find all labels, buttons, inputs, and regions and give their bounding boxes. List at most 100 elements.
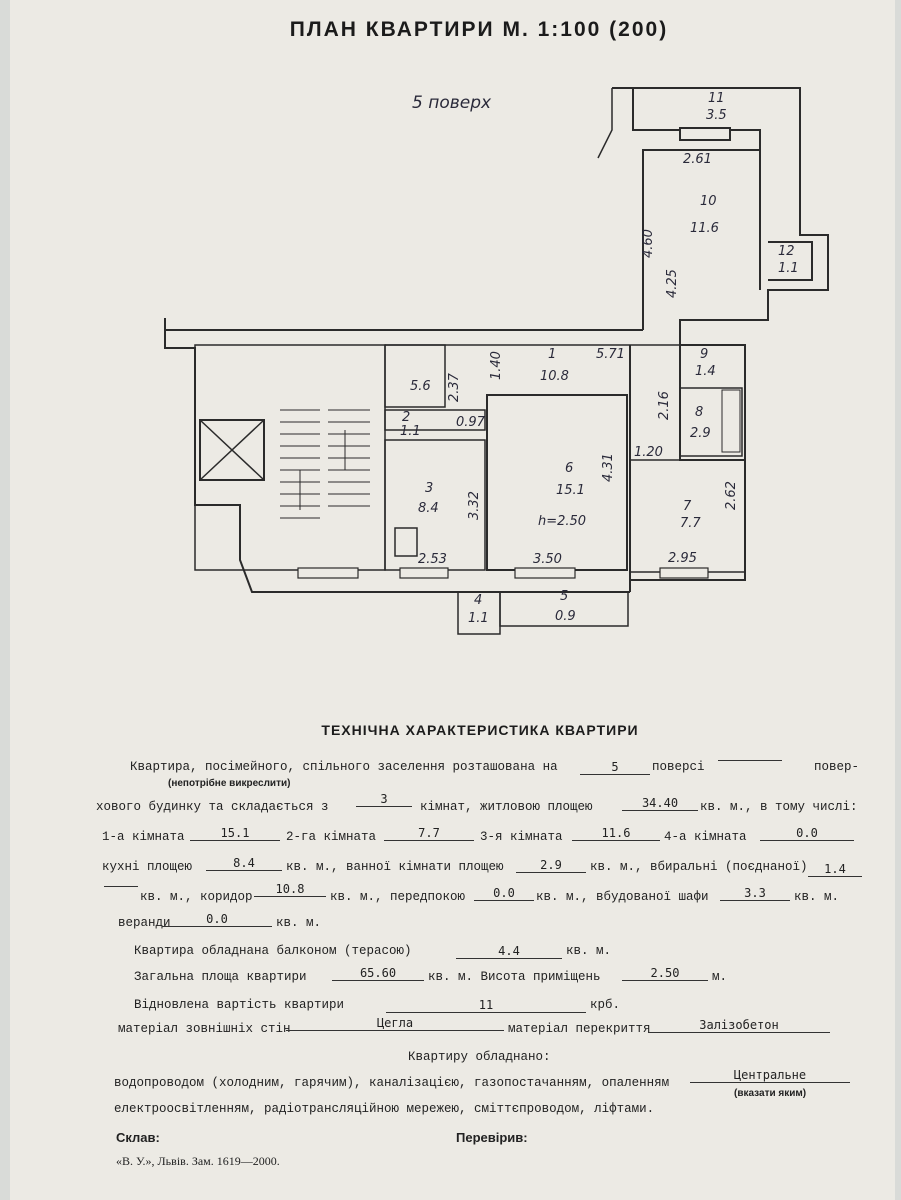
kitchen-value: 8.4	[206, 856, 282, 871]
dim-2-61: 2.61	[683, 152, 712, 167]
room-9-id: 9	[700, 347, 708, 362]
room-12-id: 12	[778, 244, 795, 259]
room-1-area: 10.8	[540, 369, 569, 384]
dim-3-50: 3.50	[533, 552, 562, 567]
ceiling-note: h=2.50	[538, 514, 586, 529]
floor-note: 5 поверх	[412, 93, 492, 113]
line2-label-a: хового будинку та складається з	[96, 800, 329, 814]
line2-label-c: кв. м., в тому числі:	[700, 800, 858, 814]
living-area-value: 34.40	[622, 796, 698, 811]
ceiling-value: Залізобетон	[648, 1018, 830, 1033]
room-9-area: 1.4	[695, 364, 716, 379]
corridor-label: кв. м., коридор	[140, 890, 253, 904]
floor-plan: 5 поверх 11 3.5 2.61 10 11.6 4.60 4.25 1…	[164, 87, 829, 635]
bath-label: кв. м., ванної кімнати площею	[286, 860, 504, 874]
room-11-area: 3.5	[706, 108, 727, 123]
room-8-id: 8	[695, 405, 703, 420]
veranda-value: 0.0	[162, 912, 272, 927]
walls-label: матеріал зовнішніх стін	[118, 1022, 291, 1036]
room-6-area: 15.1	[556, 483, 585, 498]
checked-by-label: Перевірив:	[456, 1130, 528, 1145]
room-11-id: 11	[708, 91, 725, 106]
dim-3-32: 3.32	[467, 491, 482, 520]
hall-label: кв. м., передпокою	[330, 890, 466, 904]
rooms-count-value: 3	[356, 792, 412, 807]
dim-5-6: 5.6	[410, 379, 431, 394]
room-4-id: 4	[474, 593, 482, 608]
room4-value: 0.0	[760, 826, 854, 841]
heating-value: Центральне	[690, 1068, 850, 1083]
dim-4-31: 4.31	[601, 453, 616, 482]
dim-2-95: 2.95	[668, 551, 697, 566]
strike-note: (непотрібне викреслити)	[168, 778, 291, 789]
room-2-id: 2	[402, 410, 410, 425]
room2-label: 2-га кімната	[286, 830, 377, 844]
corridor-value: 10.8	[254, 882, 326, 897]
value-value: 11	[386, 998, 586, 1013]
room-2-area: 1.1	[400, 424, 421, 439]
equip-title: Квартиру обладнано:	[408, 1050, 551, 1064]
dim-0-97: 0.97	[456, 415, 486, 430]
hall-value: 0.0	[474, 886, 534, 901]
room-6-id: 6	[565, 461, 573, 476]
dim-2-62: 2.62	[724, 481, 739, 510]
balcony-label: Квартира обладнана балконом (терасою)	[134, 944, 412, 958]
room-8-area: 2.9	[690, 426, 711, 441]
dim-4-60: 4.60	[641, 229, 656, 258]
value-label: Відновлена вартість квартири	[134, 998, 345, 1012]
room-5-area: 0.9	[555, 609, 576, 624]
dim-1-40: 1.40	[489, 351, 504, 380]
line1-label-b: поверсі	[652, 760, 705, 774]
room3-value: 11.6	[572, 826, 660, 841]
room1-label: 1-а кімната	[102, 830, 185, 844]
dim-2-53: 2.53	[418, 552, 447, 567]
wardrobe-label: кв. м., вбудованої шафи	[536, 890, 709, 904]
walls-value: Цегла	[286, 1016, 504, 1031]
room-10-id: 10	[700, 194, 717, 209]
page-title: ПЛАН КВАРТИРИ М. 1:100 (200)	[289, 18, 669, 41]
equip-line1: водопроводом (холодним, гарячим), каналі…	[114, 1076, 670, 1090]
dim-4-25: 4.25	[665, 269, 680, 298]
veranda-label: веранди	[118, 916, 171, 930]
line1-label-c: повер-	[814, 760, 860, 774]
room4-label: 4-а кімната	[664, 830, 747, 844]
balcony-value: 4.4	[456, 944, 562, 959]
dim-1-20: 1.20	[634, 445, 663, 460]
line2-label-b: кімнат, житловою площею	[420, 800, 593, 814]
value-krb: крб.	[590, 998, 621, 1012]
total-label: Загальна площа квартири	[134, 970, 307, 984]
toilet-label: кв. м., вбиральні (поєднаної)	[590, 860, 808, 874]
height-label: кв. м. Висота приміщень	[428, 970, 601, 984]
floor-value: 5	[580, 760, 650, 775]
line1-label-a: Квартира, посімейного, спільного заселен…	[130, 760, 558, 774]
equip-line2: електроосвітленням, радіотрансляційною м…	[114, 1102, 655, 1116]
compiled-by-label: Склав:	[116, 1130, 160, 1145]
kvm-label: кв. м.	[794, 890, 840, 904]
room2-value: 7.7	[384, 826, 474, 841]
room1-value: 15.1	[190, 826, 280, 841]
toilet-value: 1.4	[808, 862, 862, 877]
total-value: 65.60	[332, 966, 424, 981]
room-3-id: 3	[425, 481, 433, 496]
height-value: 2.50	[622, 966, 708, 981]
height-m: м.	[712, 970, 728, 984]
document-sheet	[10, 0, 895, 1200]
room-12-area: 1.1	[778, 261, 799, 276]
room3-label: 3-я кімната	[480, 830, 563, 844]
veranda-kvm: кв. м.	[276, 916, 322, 930]
floors-total-blank	[718, 760, 782, 761]
room-7-id: 7	[683, 499, 692, 514]
printer-note: «В. У.», Львів. Зам. 1619—2000.	[116, 1154, 280, 1168]
room-7-area: 7.7	[680, 516, 701, 531]
bath-value: 2.9	[516, 858, 586, 873]
room-4-area: 1.1	[468, 611, 489, 626]
dim-2-16: 2.16	[657, 391, 672, 420]
room-10-area: 11.6	[690, 221, 719, 236]
dim-5-71: 5.71	[596, 347, 625, 362]
balcony-kvm: кв. м.	[566, 944, 612, 958]
toilet-blank	[104, 886, 138, 887]
room-3-area: 8.4	[418, 501, 439, 516]
room-1-id: 1	[548, 347, 556, 362]
dim-2-37: 2.37	[447, 372, 462, 402]
room-5-id: 5	[560, 589, 568, 604]
